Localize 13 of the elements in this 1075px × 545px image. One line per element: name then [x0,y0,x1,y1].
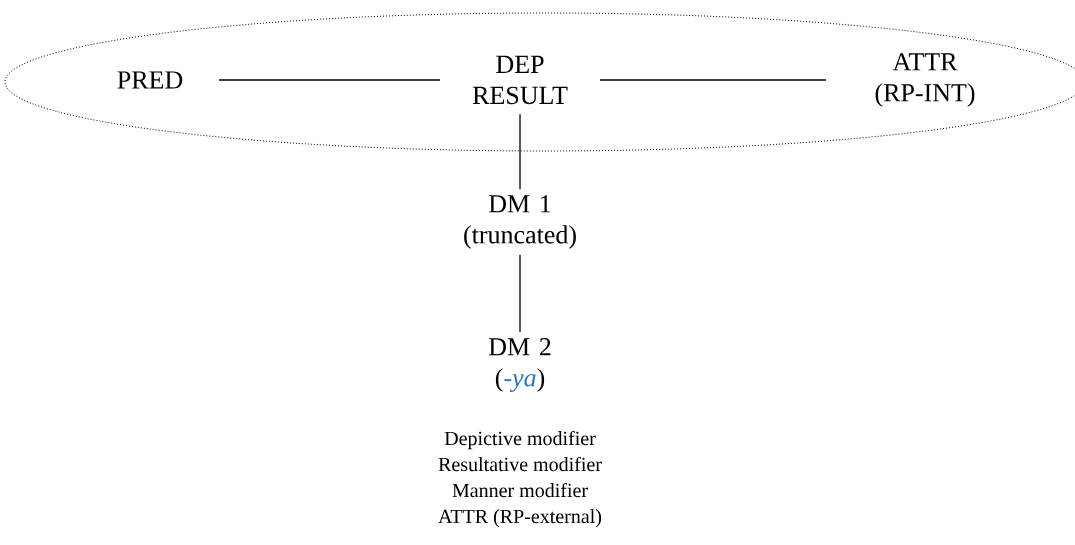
node-label: ATTR (RP-INT) [875,53,975,107]
list-item: Resultative modifier [438,456,602,472]
node-label: DM 1 (truncated) [464,195,576,249]
node-label: DM 2 (-ya) [489,338,551,392]
list-item: Depictive modifier [444,430,596,450]
node-label: DEP RESULT [472,55,568,105]
list-item: Manner modifier [452,482,588,498]
connector-line [519,254,521,333]
connector-line [218,79,441,81]
connector-line [599,79,827,81]
list-item: ATTR (RP-external) [438,509,602,528]
node-label: PRED [117,71,183,89]
connector-line [519,113,521,190]
